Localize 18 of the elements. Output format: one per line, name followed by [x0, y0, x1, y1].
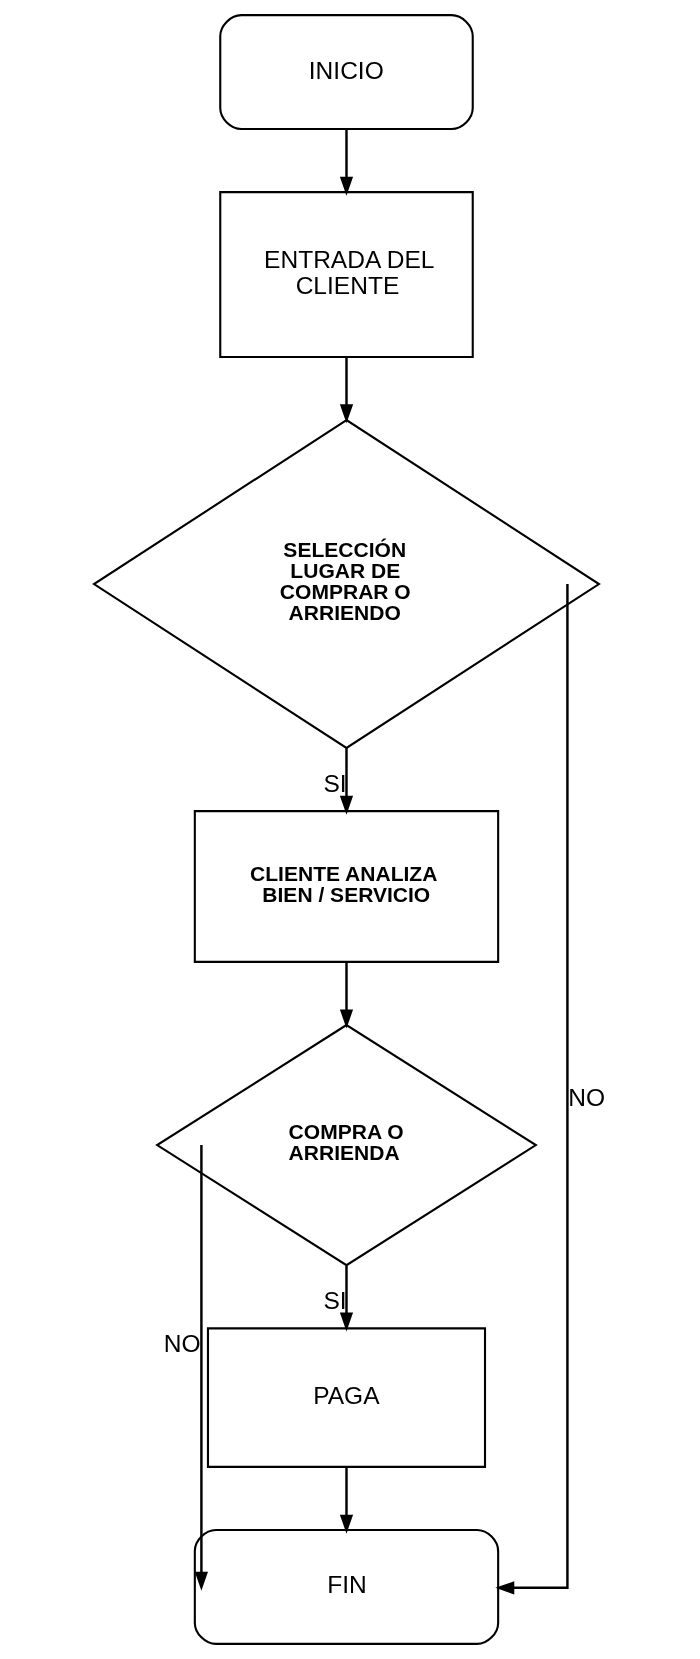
node-box: ENTRADA DEL CLIENTE — [219, 191, 474, 359]
arrow — [339, 1467, 354, 1534]
arrow — [495, 584, 569, 1595]
edge-label: SI — [323, 1287, 347, 1315]
node-box: PAGA — [206, 1327, 487, 1468]
edge-label: SI — [323, 770, 347, 798]
node-diamond: SELECCIÓN LUGAR DE COMPRAR O ARRIENDO — [92, 418, 601, 750]
edge-label: NO — [568, 1084, 606, 1112]
arrow — [194, 1145, 209, 1591]
node-box: INICIO — [219, 14, 474, 131]
edge-label: NO — [163, 1330, 201, 1358]
arrow — [339, 1265, 354, 1332]
node-box: CLIENTE ANALIZA BIEN / SERVICIO — [193, 810, 500, 963]
arrow — [339, 357, 354, 424]
arrow — [339, 129, 354, 196]
node-diamond: COMPRA O ARRIENDA — [155, 1023, 538, 1267]
arrow — [339, 962, 354, 1029]
arrow — [339, 748, 354, 815]
